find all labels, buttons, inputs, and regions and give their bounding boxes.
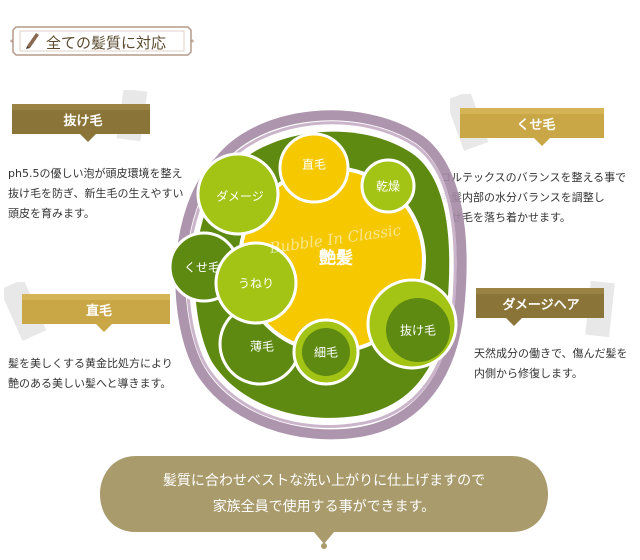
callout-label-hair-loss: 抜け毛 (8, 90, 158, 146)
bubble-label-wavy: うねり (237, 276, 275, 291)
purple-inner-outline (186, 121, 457, 428)
desc-line: 髪を美しくする黄金比処方により (8, 357, 173, 370)
desc-line: 内側から修復します。 (474, 367, 583, 380)
callout-label-text: 直毛 (85, 304, 112, 319)
bubble-label-straight: 直毛 (301, 157, 327, 172)
callout-label-text: 抜け毛 (63, 114, 103, 129)
footer-line: 髪質に合わせベストな洗い上がりに仕上げますので (162, 473, 486, 489)
center-label: 艶髪 (319, 248, 353, 269)
desc-line: 天然成分の働きで、傷んだ髪を (474, 347, 628, 360)
desc-line: くせ毛を落ち着かせます。 (440, 211, 571, 224)
bubble-hair-loss-core (386, 298, 450, 362)
bubble-straight (278, 132, 350, 204)
callout-label-straight: 直毛 (4, 282, 174, 342)
desc-line: 艶のある美しい髪へと導きます。 (8, 377, 172, 390)
bubble-fine-hair-core (302, 328, 350, 376)
bubble-label-thin-hair: 薄毛 (249, 339, 275, 354)
header-badge: 全ての髪質に対応 (10, 24, 194, 58)
callout-label-curly: くせ毛 (450, 94, 610, 154)
bubble-dry (360, 158, 416, 214)
desc-line: コルテックスのバランスを整える事で (440, 171, 627, 184)
bubble-label-curly: くせ毛 (183, 260, 221, 275)
bubble-label-damage: ダメージ (216, 189, 264, 204)
callout-label-damage-hair: ダメージヘア (472, 280, 622, 340)
callout-desc-damage-hair: 天然成分の働きで、傷んだ髪を 内側から修復します。 (474, 344, 628, 384)
callout-desc-curly: コルテックスのバランスを整える事で 毛髪内部の水分バランスを調整し くせ毛を落ち… (440, 168, 626, 228)
hair-type-bubble-diagram: Bubble In Classic 艶髪 直毛 乾燥 ダメージ くせ毛 うねり … (160, 100, 470, 440)
bubble-damage (196, 152, 280, 236)
callout-desc-hair-loss: ph5.5の優しい泡が頭皮環境を整え 抜け毛を防ぎ、新生毛の生えやすい 頭皮を育… (8, 164, 183, 224)
desc-line: 頭皮を育みます。 (8, 207, 95, 220)
bubble-label-fine-hair: 細毛 (313, 345, 339, 360)
callout-label-text: ダメージヘア (502, 298, 580, 313)
callout-desc-straight: 髪を美しくする黄金比処方により 艶のある美しい髪へと導きます。 (8, 354, 173, 394)
desc-line: 毛髪内部の水分バランスを調整し (440, 191, 605, 204)
bubble-label-dry: 乾燥 (375, 179, 401, 194)
desc-line: 抜け毛を防ぎ、新生毛の生えやすい (8, 187, 184, 200)
bubble-label-hair-loss: 抜け毛 (399, 323, 437, 338)
header-title: 全ての髪質に対応 (46, 34, 167, 52)
bubble-wavy (214, 241, 298, 325)
callout-label-text: くせ毛 (516, 118, 556, 133)
footer-line: 家族全員で使用する事ができます。 (212, 499, 436, 515)
footer-message-bubble: 髪質に合わせベストな洗い上がりに仕上げますので 家族全員で使用する事ができます。 (96, 452, 552, 552)
bubble-diagram-svg: Bubble In Classic (168, 110, 467, 440)
desc-line: ph5.5の優しい泡が頭皮環境を整え (8, 167, 183, 180)
